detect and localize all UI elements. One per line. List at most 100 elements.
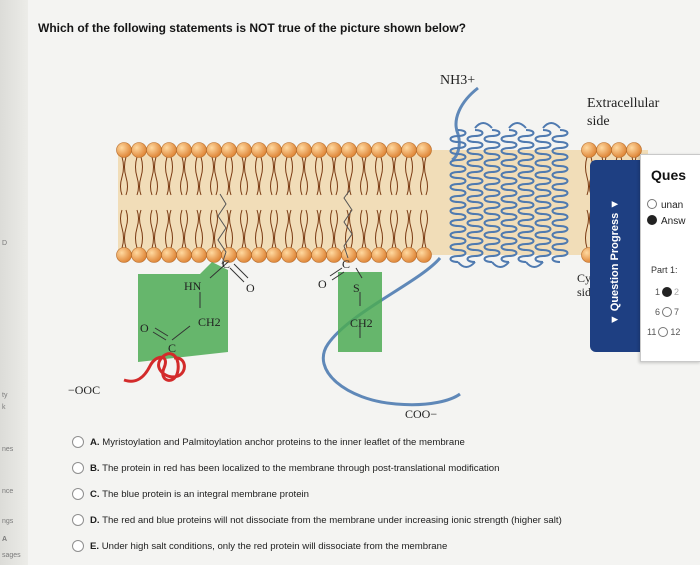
nh3-label: NH3+	[440, 73, 475, 88]
unanswered-dot-icon	[658, 327, 669, 337]
lipid-tail	[165, 156, 173, 196]
c-mid2-label: C	[342, 257, 350, 271]
o-mid2-label: O	[318, 277, 327, 291]
lipid-tail	[255, 209, 263, 249]
lipid-head	[416, 247, 432, 263]
lipid-tail	[255, 156, 263, 196]
lipid-tail	[330, 209, 338, 249]
radio-button[interactable]	[72, 488, 84, 500]
helix-loop	[542, 122, 561, 129]
hn-label: HN	[184, 279, 202, 293]
lipid-tail	[390, 209, 398, 249]
lipid-head	[131, 142, 147, 158]
lipid-tail	[240, 209, 248, 249]
lipid-tail	[375, 209, 383, 249]
legend-unanswered: unan	[647, 199, 683, 211]
lipid-tails	[120, 156, 638, 249]
helix-loop	[508, 122, 527, 129]
lipid-head	[386, 142, 402, 158]
legend-answered: Answ	[647, 215, 685, 227]
lipid-tail	[420, 209, 428, 249]
alpha-helix	[500, 129, 518, 263]
c-left-label: C	[168, 341, 176, 355]
palmitoyl-chain	[343, 189, 353, 259]
question-progress-panel: ▼ Question Progress ▼ Ques unan Answ Par…	[590, 148, 700, 368]
lipid-tail	[195, 156, 203, 196]
lipid-tail	[225, 209, 233, 249]
lipid-head	[371, 142, 387, 158]
option-c[interactable]: C. The blue protein is an integral membr…	[72, 488, 309, 506]
left-browser-edge: D ty k nes nce ngs A sages	[0, 0, 28, 565]
o-mid-label: O	[246, 281, 255, 295]
c-mid-label: C	[222, 257, 230, 271]
lipid-head	[146, 142, 162, 158]
lipid-head	[206, 247, 222, 263]
question-text: Which of the following statements is NOT…	[38, 21, 467, 35]
lipid-head	[311, 142, 327, 158]
lipid-tail	[360, 209, 368, 249]
question-progress-title: Ques	[651, 167, 687, 183]
helix-loop	[457, 261, 476, 268]
part-label: Part 1:	[651, 265, 678, 275]
lipid-tail	[120, 209, 128, 249]
lipid-tail	[285, 156, 293, 196]
lipid-tail	[120, 156, 128, 196]
option-a[interactable]: A. Myristoylation and Palmitoylation anc…	[72, 436, 465, 454]
lipid-head	[236, 142, 252, 158]
lipid-head	[176, 247, 192, 263]
myristoyl-anchor-box	[138, 262, 228, 362]
alpha-helix	[534, 129, 552, 263]
answered-dot-icon	[647, 215, 657, 225]
lipid-tail	[165, 209, 173, 249]
edge-fragment: ngs	[2, 518, 14, 525]
lipid-head	[386, 247, 402, 263]
lipid-head	[416, 142, 432, 158]
lipid-tail	[180, 156, 188, 196]
lipid-head	[251, 247, 267, 263]
lipid-tail	[195, 209, 203, 249]
radio-button[interactable]	[72, 514, 84, 526]
lipid-head	[296, 247, 312, 263]
edge-fragment: nes	[2, 446, 14, 453]
lipid-tail	[300, 209, 308, 249]
lipid-tail	[390, 156, 398, 196]
lipid-tail	[225, 156, 233, 196]
helix-loop	[491, 261, 510, 268]
radio-button[interactable]	[72, 540, 84, 552]
bilayer-core	[118, 150, 648, 255]
question-progress-tab-label: ▼ Question Progress ▼	[609, 198, 621, 326]
unanswered-dot-icon	[647, 199, 657, 209]
lipid-head	[131, 247, 147, 263]
lipid-head	[161, 247, 177, 263]
lipid-head	[401, 247, 417, 263]
lipid-head	[626, 142, 642, 158]
option-b[interactable]: B. The protein in red has been localized…	[72, 462, 499, 480]
question-progress-tab[interactable]: ▼ Question Progress ▼	[590, 160, 640, 352]
membrane-diagram: NH3+ Extracellular side Cyto side COO− −…	[68, 73, 660, 421]
ch2-left-label: CH2	[198, 315, 221, 329]
blue-helices	[449, 122, 569, 268]
option-e[interactable]: E. Under high salt conditions, only the …	[72, 540, 447, 558]
extracellular-side-label: side	[587, 114, 610, 129]
myristoyl-chain	[217, 193, 227, 265]
coo-label-right: COO−	[405, 407, 437, 421]
option-d[interactable]: D. The red and blue proteins will not di…	[72, 514, 562, 532]
alpha-helix	[551, 129, 569, 263]
alpha-helix	[483, 129, 501, 263]
lipid-head	[326, 247, 342, 263]
radio-button[interactable]	[72, 462, 84, 474]
edge-fragment: D	[2, 240, 8, 247]
coo-label-left: −OOC	[68, 383, 100, 397]
lipid-tail	[150, 209, 158, 249]
alpha-helix	[449, 129, 467, 263]
lipid-tail	[360, 156, 368, 196]
radio-button[interactable]	[72, 436, 84, 448]
lipid-head	[311, 247, 327, 263]
lipid-tail	[315, 209, 323, 249]
o-left-label: O	[140, 321, 149, 335]
lipid-tail	[210, 209, 218, 249]
